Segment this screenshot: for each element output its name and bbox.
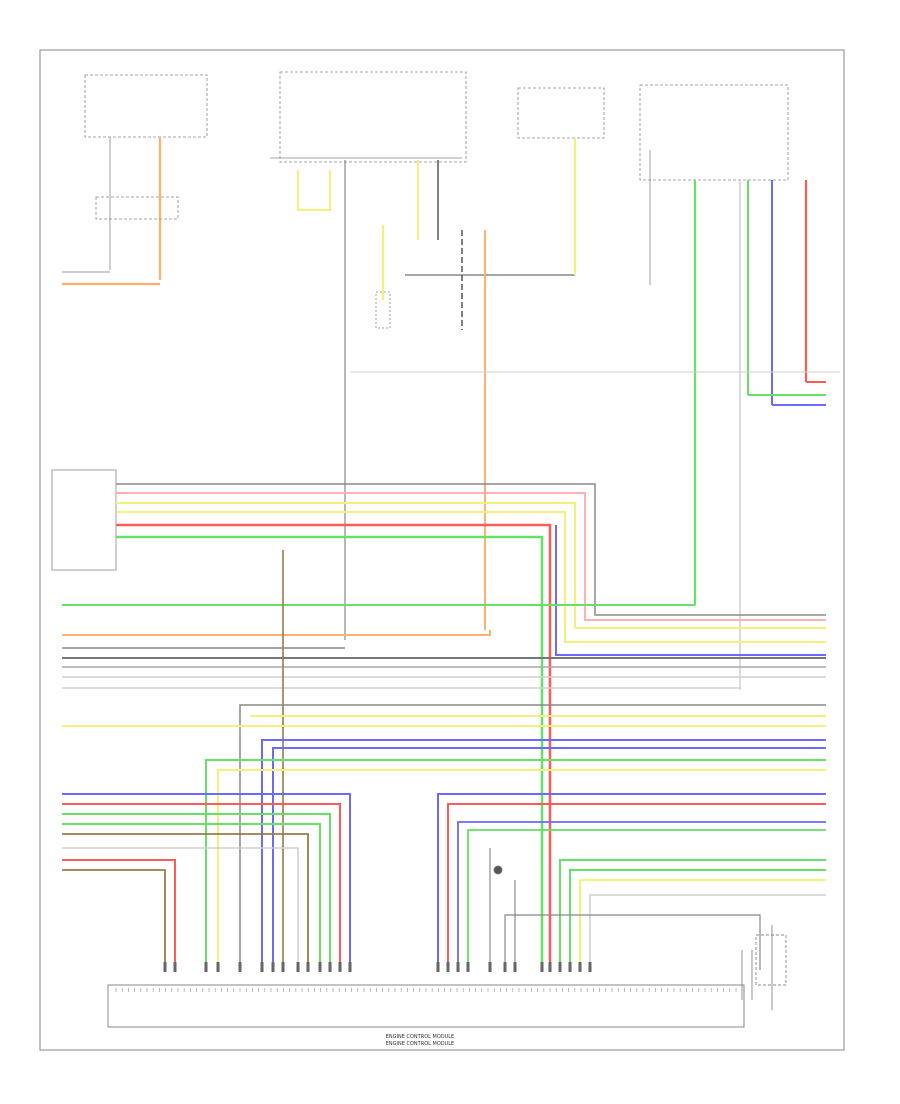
connector-stub [446,962,450,972]
connector-stub [204,962,208,972]
connector-stub [296,962,300,972]
connector-stub [568,962,572,972]
connector-stub [318,962,322,972]
bottom-right-connector [741,925,787,1010]
connector-stub [281,962,285,972]
top-left-fuse-block [62,74,208,286]
connector-stub [548,962,552,972]
connector-stub [306,962,310,972]
connector-stub [466,962,470,972]
connector-stub [588,962,592,972]
top-right-sensor-block [639,84,826,690]
ecm-subtitle: ENGINE CONTROL MODULE [386,1041,454,1047]
connector-stub [436,962,440,972]
top-center-relay-box [270,71,575,640]
connector-stub [456,962,460,972]
ecm-title: ENGINE CONTROL MODULE [386,1034,454,1040]
connector-stub [488,962,492,972]
ecm-block [107,984,745,1028]
connector-stub [260,962,264,972]
connector-stub [540,962,544,972]
connector-stub [328,962,332,972]
lower-left-harness [62,793,351,970]
middle-harness [62,604,826,689]
lower-right-harness-2 [437,793,826,970]
connector-stub [238,962,242,972]
left-module-box [51,469,117,571]
connector-stub [558,962,562,972]
connector-stub [578,962,582,972]
connector-stub [163,962,167,972]
connector-stub [503,962,507,972]
connector-stub [173,962,177,972]
connector-stub [271,962,275,972]
connector-stub [348,962,352,972]
lower-right-harness [62,704,826,970]
bottom-sensor [489,848,516,970]
diagram-border [39,49,845,1051]
connector-stub [216,962,220,972]
connector-stub [338,962,342,972]
connector-stub [513,962,517,972]
top-switch-block [517,87,605,275]
connector-stubs [163,962,592,972]
